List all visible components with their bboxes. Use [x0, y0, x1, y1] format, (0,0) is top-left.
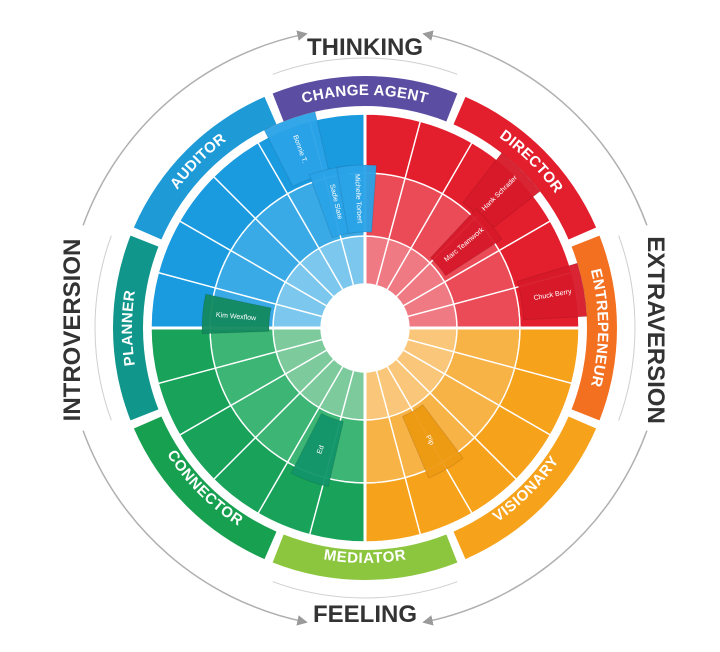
person-marker-block: [462, 152, 541, 231]
person-marker-block: [201, 293, 272, 335]
type-label: MEDIATOR: [323, 546, 408, 567]
axis-guide-arc: [618, 235, 636, 421]
person-marker[interactable]: Pip: [401, 403, 464, 479]
type-band-mediator: [272, 534, 458, 580]
center-hole: [321, 284, 409, 372]
axis-guide-arc: [94, 235, 112, 421]
axis-arrow: [82, 30, 308, 226]
person-marker-block: [336, 164, 377, 235]
person-marker[interactable]: Michelle Torbert: [336, 164, 377, 235]
axis-arrow: [422, 30, 648, 226]
person-marker[interactable]: Hank Schrader: [462, 152, 541, 231]
type-band-planner: [113, 235, 159, 421]
person-marker-block: [516, 262, 588, 321]
axis-label-thinking: THINKING: [307, 34, 423, 61]
person-marker-block: [263, 111, 330, 188]
person-marker[interactable]: Ed: [290, 412, 345, 488]
type-band-visionary: [453, 416, 597, 560]
person-name: Ed: [316, 444, 326, 455]
person-marker-block: [401, 403, 464, 479]
type-band-connector: [133, 416, 277, 560]
axis-label-introversion: INTROVERSION: [59, 239, 86, 422]
axis-label-feeling: FEELING: [313, 601, 417, 628]
person-marker[interactable]: Kim Wexflow: [201, 293, 272, 335]
axis-arrow: [422, 430, 648, 626]
type-band-entrepeneur: [571, 235, 617, 421]
axis-guide-arc: [272, 57, 458, 75]
axis-arrows: [82, 30, 648, 626]
type-band-change-agent: [272, 76, 458, 122]
type-band-director: [453, 96, 597, 240]
axis-guide-arc: [272, 581, 458, 599]
type-band-auditor: [133, 96, 277, 240]
axis-label-extraversion: EXTRAVERSION: [642, 236, 669, 424]
type-label: PLANNER: [119, 289, 139, 367]
axis-arrow: [82, 430, 308, 626]
person-name: Michelle Torbert: [353, 174, 363, 224]
type-bands: CHANGE AGENTDIRECTORENTREPENEURVISIONARY…: [113, 76, 617, 580]
person-name: Kim Wexflow: [216, 312, 258, 323]
person-marker[interactable]: Chuck Berry: [516, 262, 588, 321]
person-marker-block: [429, 208, 503, 277]
person-marker[interactable]: Bonnie T.: [263, 111, 330, 188]
person-name: Pip: [424, 434, 435, 446]
type-label: ENTREPENEUR: [587, 267, 611, 389]
person-marker-block: [290, 412, 345, 488]
